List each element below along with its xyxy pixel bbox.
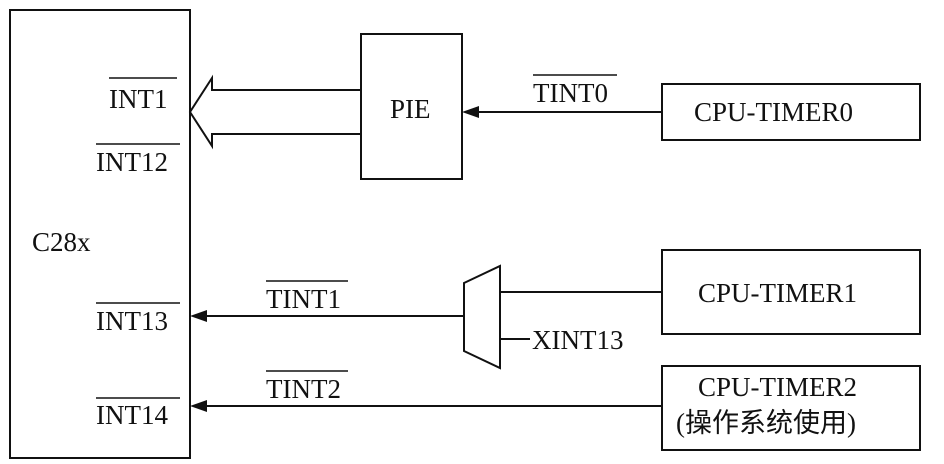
xint13-label: XINT13	[532, 325, 623, 355]
pie-block	[360, 33, 463, 180]
pie-to-cpu-bus-arrow	[188, 74, 361, 150]
interrupt-mux	[463, 264, 501, 370]
timer2-block	[661, 365, 921, 451]
tint2-label: TINT2	[266, 374, 341, 404]
int13-label: INT13	[96, 306, 168, 336]
tint0-arrowhead	[462, 106, 479, 118]
timer2-label: CPU-TIMER2	[698, 372, 857, 402]
cpu-block	[9, 9, 191, 459]
int13-input: INT13	[96, 302, 180, 336]
int12-input: INT12	[96, 143, 180, 177]
timer1-block	[661, 249, 921, 335]
int1-input: INT1	[109, 77, 177, 114]
int1-label: INT1	[109, 84, 167, 114]
tint0-label: TINT0	[533, 78, 608, 108]
tint1-arrowhead	[190, 310, 207, 322]
cpu-label: C28x	[32, 227, 91, 257]
tint2-arrowhead	[190, 400, 207, 412]
pie-label: PIE	[390, 94, 431, 124]
int14-label: INT14	[96, 400, 168, 430]
timer0-block	[661, 83, 921, 141]
timer1-label: CPU-TIMER1	[698, 278, 857, 308]
int14-input: INT14	[96, 397, 180, 430]
timer0-label: CPU-TIMER0	[694, 97, 853, 127]
timer2-sublabel: (操作系统使用)	[676, 408, 856, 438]
int12-label: INT12	[96, 147, 168, 177]
tint1-label: TINT1	[266, 284, 341, 314]
